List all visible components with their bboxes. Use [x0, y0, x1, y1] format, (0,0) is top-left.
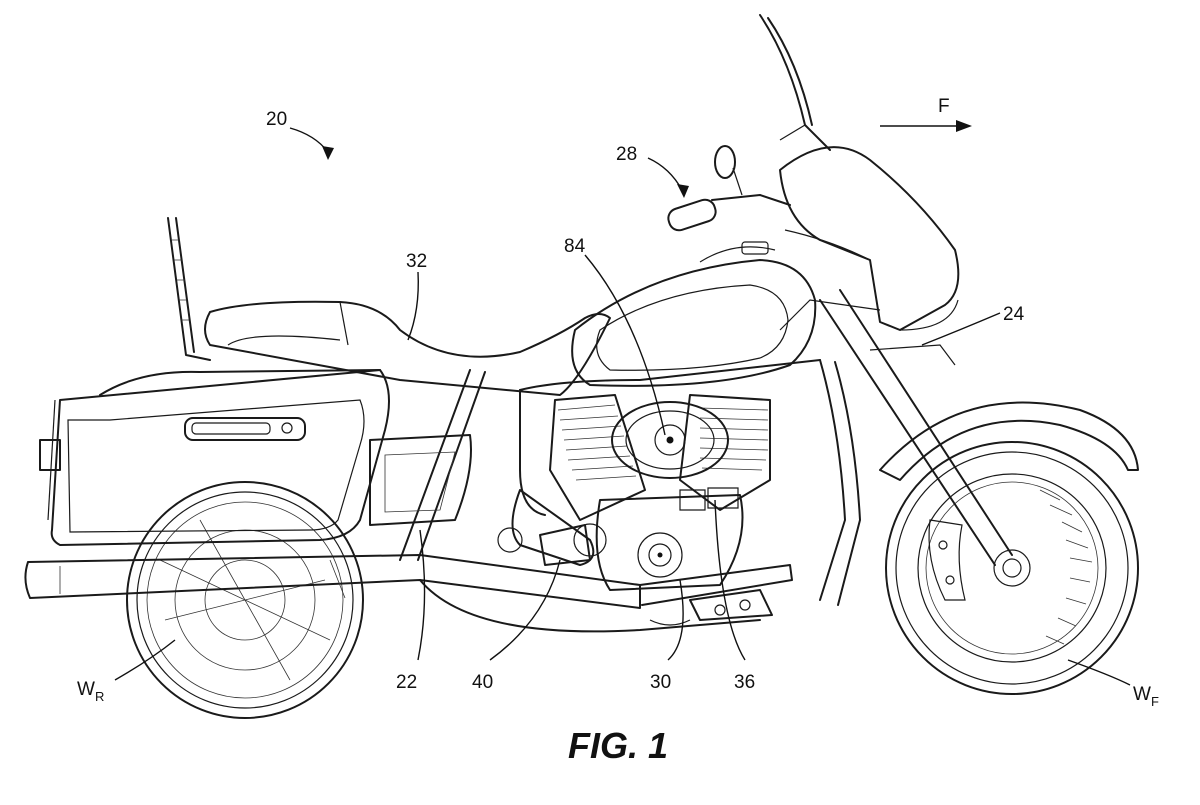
leader-lines [114, 120, 1131, 686]
label-crankcase: 30 [650, 672, 671, 693]
exhaust-muffler [24, 554, 793, 633]
handlebar [667, 145, 791, 232]
front-wheel [879, 401, 1139, 695]
rear-wheel [126, 481, 364, 719]
label-seat: 32 [406, 251, 427, 272]
fuel-tank [571, 241, 817, 387]
figure-caption: FIG. 1 [568, 725, 668, 766]
frame [369, 359, 861, 626]
saddlebag [39, 369, 390, 546]
label-direction: F [938, 96, 950, 117]
sissy-bar [167, 217, 211, 361]
label-rear-wheel: WR [77, 679, 104, 704]
reference-labels: 20 28 F 32 84 24 22 40 30 36 WR WF FIG. … [77, 96, 1159, 766]
fairing [759, 14, 960, 331]
label-front-wheel: WF [1133, 684, 1159, 709]
label-engine: 36 [734, 672, 755, 693]
front-fork [779, 289, 1013, 566]
label-bracket: 40 [472, 672, 493, 693]
seat [204, 300, 611, 396]
label-front-fork: 24 [1003, 304, 1025, 325]
engine [549, 394, 771, 591]
label-frame: 22 [396, 672, 417, 693]
label-handlebar: 28 [616, 144, 637, 165]
label-vehicle: 20 [266, 109, 287, 130]
label-air-cleaner: 84 [564, 236, 586, 257]
